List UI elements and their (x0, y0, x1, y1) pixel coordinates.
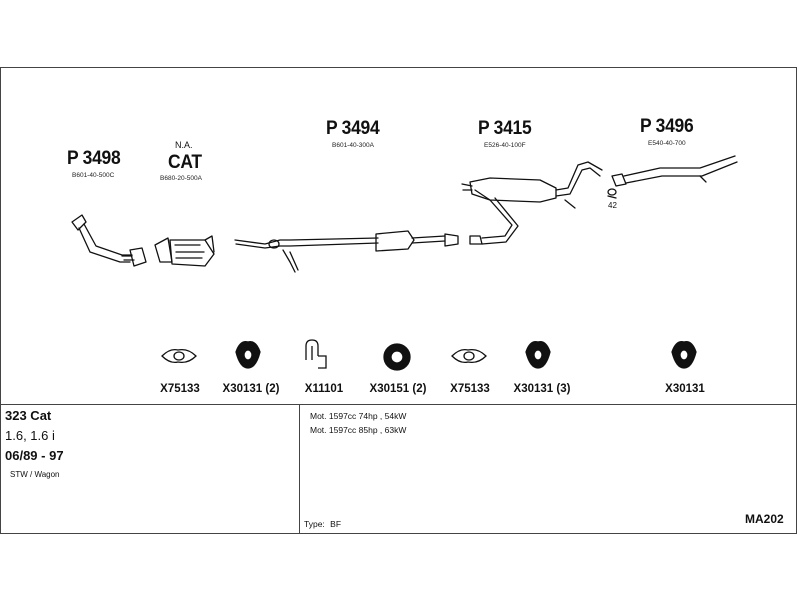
oem-code-p3496: E540-40-700 (648, 140, 686, 147)
flange-gasket-icon (451, 348, 487, 364)
diagram-frame (0, 67, 797, 534)
info-column-divider (299, 404, 300, 534)
vehicle-years: 06/89 - 97 (5, 448, 64, 463)
type-value: BF (330, 519, 342, 529)
fitting-label: X11101 (304, 383, 344, 395)
info-divider (0, 404, 797, 405)
tail-pipe-part (611, 155, 738, 187)
part-number-p3415: P 3415 (478, 118, 532, 139)
vehicle-model: 323 Cat (5, 408, 52, 423)
oem-code-p3498: B601-40-500C (72, 172, 115, 179)
part-number-p3494: P 3494 (326, 118, 380, 139)
rubber-hanger-icon (235, 341, 261, 369)
clamp-callout (607, 188, 617, 199)
motor-spec: Mot. 1597cc 74hp , 54kW (310, 411, 407, 421)
flange-gasket-icon (161, 348, 197, 364)
type-label-text: Type: (304, 519, 325, 529)
front-pipe-part (71, 214, 147, 267)
fitting-label: X30131 (3) (513, 383, 571, 395)
vehicle-engines: 1.6, 1.6 i (5, 428, 55, 443)
rubber-hanger-icon (671, 341, 697, 369)
intermediate-pipe-part (234, 230, 459, 273)
fitting-label: X30131 (665, 383, 705, 395)
oem-code-p3494: B601-40-300A (332, 142, 374, 149)
type-label: Type: BF (304, 519, 341, 529)
rear-muffler-part (461, 161, 603, 245)
vehicle-body: STW / Wagon (10, 470, 60, 479)
motor-spec: Mot. 1597cc 85hp , 63kW (310, 425, 407, 435)
diagram-code: MA202 (745, 512, 784, 526)
part-number-cat: CAT (168, 152, 202, 173)
fitting-label: X30151 (2) (369, 383, 427, 395)
part-number-p3496: P 3496 (640, 116, 694, 137)
oem-code-cat: B680-20-500A (160, 175, 202, 182)
fitting-label: X75133 (450, 383, 490, 395)
clamp-callout-number: 42 (608, 201, 617, 210)
fitting-label: X30131 (2) (222, 383, 280, 395)
catalytic-converter-part (154, 235, 215, 267)
cat-note: N.A. (175, 140, 193, 150)
u-bolt-icon (305, 339, 327, 369)
fitting-label: X75133 (160, 383, 200, 395)
rubber-hanger-icon (525, 341, 551, 369)
part-number-p3498: P 3498 (67, 148, 121, 169)
ring-gasket-icon (383, 343, 411, 371)
oem-code-p3415: E526-40-100F (484, 142, 526, 149)
